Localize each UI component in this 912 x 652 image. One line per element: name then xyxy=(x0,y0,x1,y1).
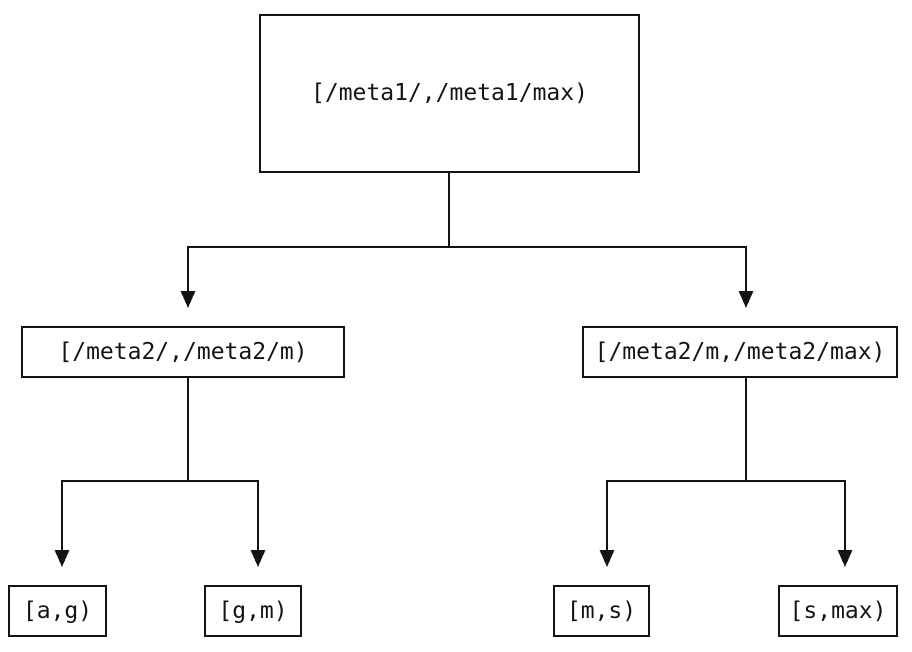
tree-node-gm: [g,m) xyxy=(204,585,302,637)
tree-node-root-label: [/meta1/,/meta1/max) xyxy=(311,80,588,106)
tree-node-ms-label: [m,s) xyxy=(566,597,637,624)
arrowhead-down-icon xyxy=(54,550,70,567)
tree-node-meta2-high-label: [/meta2/m,/meta2/max) xyxy=(594,338,886,365)
tree-node-root: [/meta1/,/meta1/max) xyxy=(259,14,640,173)
tree-node-smax-label: [s,max) xyxy=(789,597,887,624)
tree-node-smax: [s,max) xyxy=(778,585,898,637)
tree-node-ag: [a,g) xyxy=(8,585,107,637)
tree-node-meta2-low: [/meta2/,/meta2/m) xyxy=(21,326,345,378)
tree-node-gm-label: [g,m) xyxy=(218,597,288,624)
tree-node-meta2-high: [/meta2/m,/meta2/max) xyxy=(582,326,898,378)
arrowhead-down-icon xyxy=(738,291,754,308)
arrowhead-down-icon xyxy=(250,550,266,567)
edge-meta2-high-to-children xyxy=(599,378,853,567)
tree-node-ag-label: [a,g) xyxy=(22,597,93,624)
arrowhead-down-icon xyxy=(180,291,196,308)
tree-node-meta2-low-label: [/meta2/,/meta2/m) xyxy=(58,338,308,365)
tree-node-ms: [m,s) xyxy=(553,585,650,637)
edge-meta2-low-to-children xyxy=(54,378,266,567)
arrowhead-down-icon xyxy=(599,550,615,567)
arrowhead-down-icon xyxy=(837,550,853,567)
edge-root-to-children xyxy=(180,173,754,308)
